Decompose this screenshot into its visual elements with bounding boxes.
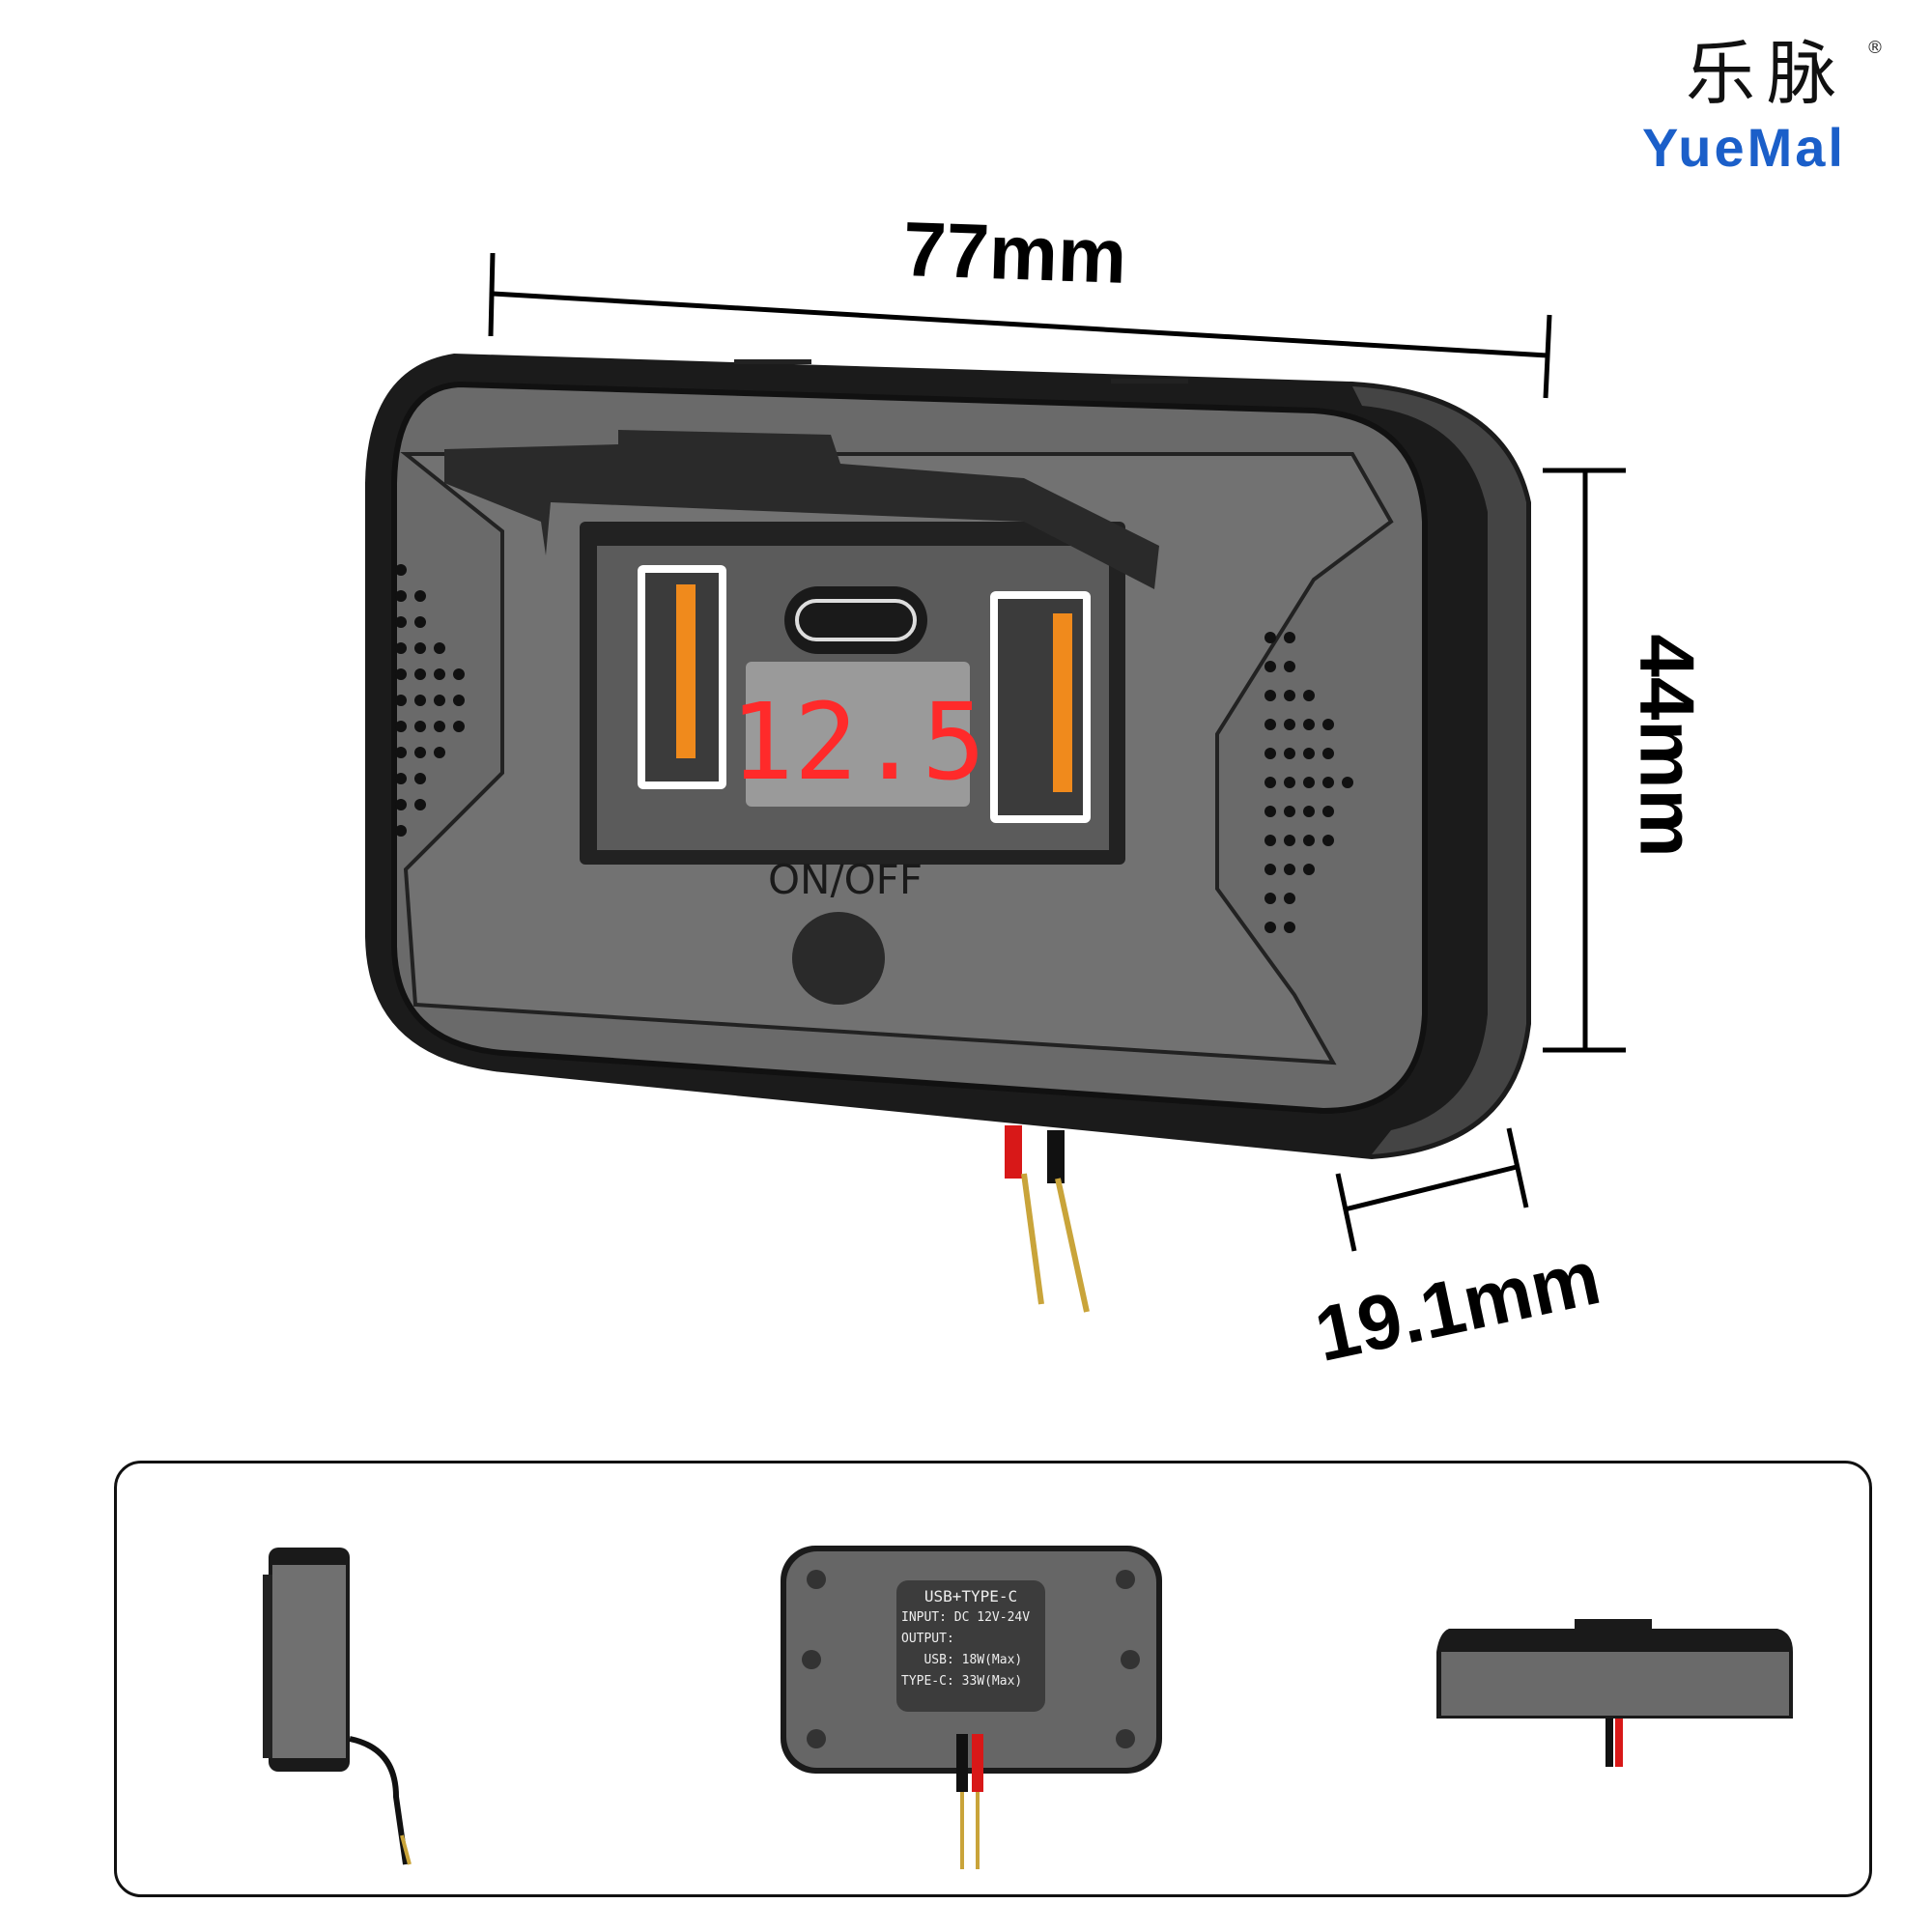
grille-dot [1322, 835, 1334, 846]
grille-dot [395, 695, 407, 706]
grille-dot [1264, 806, 1276, 817]
grille-dot [395, 642, 407, 654]
grille-dot [434, 668, 445, 680]
grille-dot [1322, 806, 1334, 817]
power-button [792, 912, 885, 1005]
grille-dot [414, 642, 426, 654]
spec-label: USB+TYPE-C INPUT: DC 12V-24V OUTPUT: USB… [896, 1580, 1045, 1712]
grille-dot [1284, 632, 1295, 643]
grille-dot [1264, 690, 1276, 701]
grille-dot [414, 799, 426, 810]
spec-title: USB+TYPE-C [923, 1587, 1018, 1605]
grille-dot [414, 590, 426, 602]
width-label: 77mm [901, 205, 1128, 300]
depth-dimension-line [1335, 1127, 1529, 1252]
power-wires [1005, 1125, 1090, 1313]
grille-dot [1303, 806, 1315, 817]
grille-dot [395, 616, 407, 628]
registered-mark: ® [1866, 38, 1884, 58]
grille-dot [1284, 719, 1295, 730]
grille-dot [1284, 835, 1295, 846]
grille-dot [1303, 690, 1315, 701]
grille-dot [1303, 748, 1315, 759]
grille-dot [1303, 835, 1315, 846]
device-front: 12.5 ON/OFF [365, 354, 1531, 1159]
grille-dot [1264, 777, 1276, 788]
spec-input: INPUT: DC 12V-24V [901, 1610, 1031, 1625]
height-label: 44mm [1624, 634, 1711, 858]
grille-dot [1303, 777, 1315, 788]
alternate-views-panel [114, 1461, 1872, 1897]
grille-dot [434, 747, 445, 758]
grille-dot [395, 590, 407, 602]
display-digits: 12.5 [730, 680, 986, 804]
grille-dot [1264, 835, 1276, 846]
grille-dot [395, 564, 407, 576]
brand-logo-chinese: 乐脉 [1686, 33, 1849, 114]
grille-dot [395, 799, 407, 810]
spec-output: OUTPUT: [901, 1632, 954, 1646]
grille-dot [414, 747, 426, 758]
grille-dot [1284, 893, 1295, 904]
grille-dot [1342, 777, 1353, 788]
grille-dot [1264, 864, 1276, 875]
grille-dot [395, 825, 407, 837]
height-dimension-line [1543, 468, 1626, 1053]
grille-dot [414, 721, 426, 732]
grille-dot [1264, 922, 1276, 933]
usb-c-port [784, 586, 927, 654]
grille-dot [1284, 777, 1295, 788]
grille-dot [1284, 748, 1295, 759]
bottom-view [1436, 1619, 1793, 1767]
grille-dot [1284, 922, 1295, 933]
voltage-display [746, 662, 970, 807]
grille-dot [1284, 864, 1295, 875]
width-dimension-line [488, 252, 1552, 399]
grille-dot [395, 773, 407, 784]
side-view [263, 1548, 412, 1865]
grille-dot [414, 695, 426, 706]
grille-dot [453, 721, 465, 732]
grille-dot [1284, 661, 1295, 672]
grille-dot [414, 773, 426, 784]
grille-dot [1284, 806, 1295, 817]
grille-dot [1264, 748, 1276, 759]
grille-dot [414, 616, 426, 628]
grille-dot [1322, 777, 1334, 788]
grille-dot [1284, 690, 1295, 701]
grille-dot [1303, 719, 1315, 730]
grille-dot [1322, 719, 1334, 730]
grille-dot [414, 668, 426, 680]
grille-dot [453, 695, 465, 706]
grille-dot [395, 721, 407, 732]
grille-dot [434, 642, 445, 654]
grille-dot [434, 695, 445, 706]
spec-usb: USB: 18W(Max) [901, 1653, 1023, 1667]
grille-dot [1264, 661, 1276, 672]
grille-dot [1264, 719, 1276, 730]
brand-logo-english: YueMal [1642, 117, 1846, 178]
grille-dot [395, 747, 407, 758]
power-button-label: ON/OFF [768, 856, 923, 903]
grille-dot [395, 668, 407, 680]
grille-dot [1264, 893, 1276, 904]
grille-dot [434, 721, 445, 732]
grille-dot [453, 668, 465, 680]
grille-dot [1303, 864, 1315, 875]
grille-dot [1322, 748, 1334, 759]
spec-typec: TYPE-C: 33W(Max) [901, 1674, 1023, 1689]
grille-dot [1264, 632, 1276, 643]
